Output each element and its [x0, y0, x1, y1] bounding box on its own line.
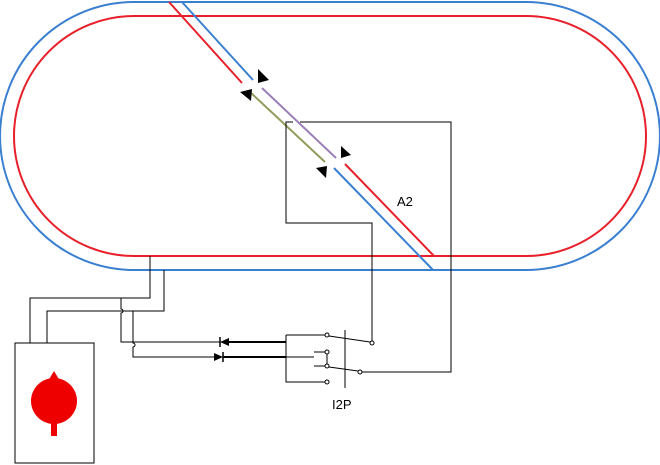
insulated-rail-b — [249, 91, 326, 163]
wire-section-feed-a — [285, 121, 373, 343]
wire-switch-bus — [285, 335, 327, 383]
switch-label: I2P — [332, 397, 352, 412]
triangle-marker-icon — [341, 146, 351, 158]
diagonal-blue-rail-upper — [181, 1, 254, 81]
triangle-marker-icon — [316, 166, 327, 178]
inner-rail-loop — [13, 15, 647, 257]
controller-knob-icon[interactable] — [31, 371, 77, 436]
outer-rail-loop — [0, 0, 660, 271]
switch-blade-upper — [328, 335, 371, 343]
wire-feeder-inner — [46, 270, 165, 343]
wire-feeder-outer — [29, 256, 151, 343]
diagonal-red-rail-upper — [168, 1, 243, 84]
diode-icon — [219, 337, 229, 347]
diode-icon — [214, 352, 224, 362]
diagonal-track — [168, 1, 435, 271]
diagonal-blue-rail-lower — [333, 167, 434, 271]
wire-switch-bridge — [314, 351, 328, 367]
wire-section-feed-b — [300, 121, 452, 373]
triangle-marker-icon — [258, 69, 269, 83]
diagonal-red-rail-lower — [344, 163, 435, 257]
wire-branch-lower — [132, 311, 216, 358]
wire-branch-upper — [120, 298, 220, 343]
triangle-marker-icon — [240, 89, 252, 101]
wires — [29, 121, 452, 383]
switch-blade-lower — [328, 366, 359, 372]
double-pole-switch[interactable] — [324, 330, 375, 388]
section-label: A2 — [397, 194, 413, 209]
insulated-rail-a — [261, 87, 337, 159]
